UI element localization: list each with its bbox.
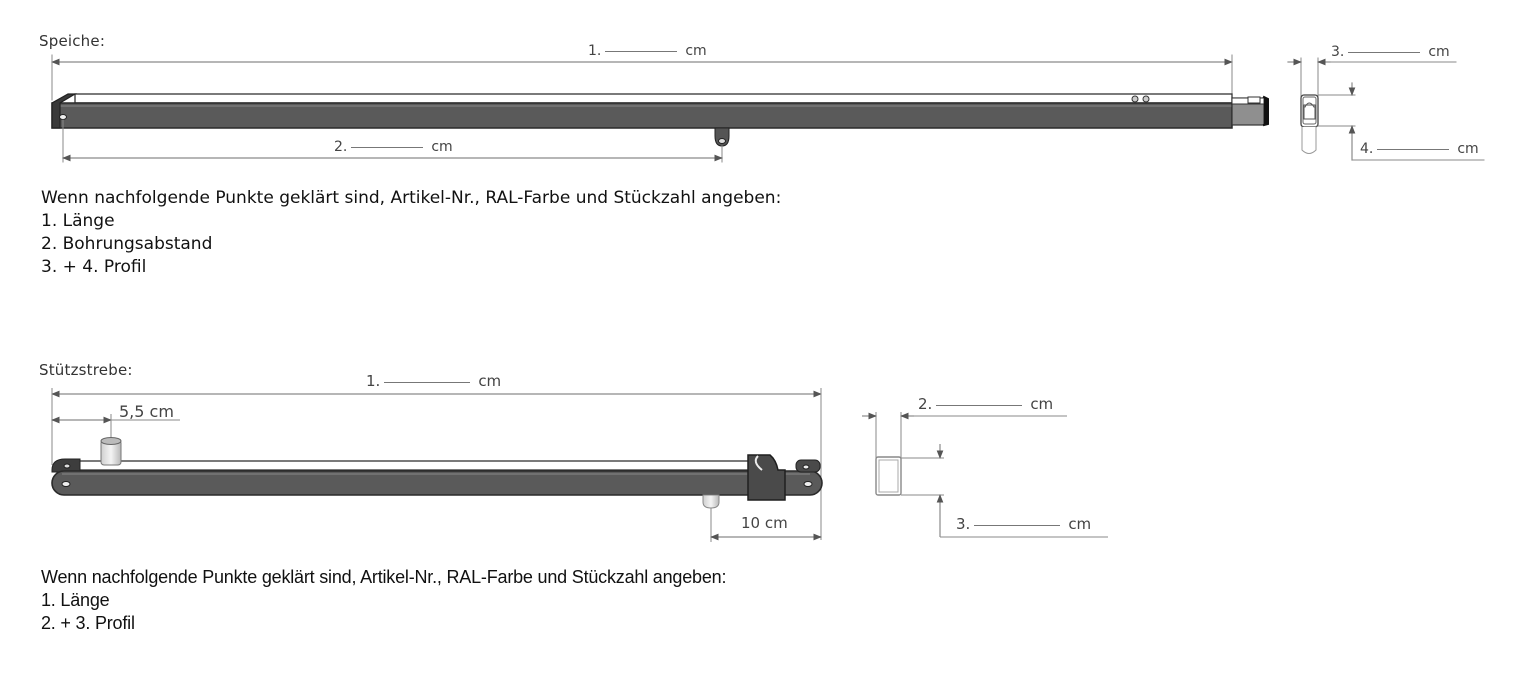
stuetzstrebe-dim-1-label: 1. cm [366, 372, 501, 390]
dim-blank-line [974, 525, 1061, 526]
instruction-item: 1. Länge [41, 211, 115, 231]
speiche-instructions: Wenn nachfolgende Punkte geklärt sind, A… [41, 187, 781, 279]
dim-number: 4. [1360, 141, 1374, 157]
stuetzstrebe-end-label: 10 cm [741, 514, 788, 532]
speiche-drawing [51, 54, 1485, 163]
dim-blank-line [605, 51, 678, 52]
instructions-intro: Wenn nachfolgende Punkte geklärt sind, A… [41, 188, 782, 208]
stuetzstrebe-offset-label: 5,5 cm [119, 402, 174, 421]
dim-number: 1. [366, 372, 381, 390]
dim-unit: cm [1068, 515, 1092, 533]
stuetzstrebe-dim-3-label: 3. cm [956, 515, 1091, 533]
dim-number: 2. [334, 139, 348, 155]
speiche-dim-3-label: 3. cm [1331, 44, 1450, 60]
speiche-title: Speiche: [39, 32, 106, 50]
instructions-intro: Wenn nachfolgende Punkte geklärt sind, A… [41, 567, 727, 587]
dim-number: 1. [588, 43, 602, 59]
dim-blank-line [384, 382, 471, 383]
dim-unit: cm [431, 139, 453, 155]
speiche-dim-1-label: 1. cm [588, 43, 707, 59]
instruction-item: 2. + 3. Profil [41, 613, 135, 633]
dim-unit: cm [1030, 395, 1054, 413]
dim-unit: cm [478, 372, 502, 390]
speiche-dim-4-label: 4. cm [1360, 141, 1479, 157]
instruction-item: 3. + 4. Profil [41, 257, 147, 277]
dim-number: 3. [1331, 44, 1345, 60]
dim-number: 2. [918, 395, 933, 413]
speiche-dim-2-label: 2. cm [334, 139, 453, 155]
dim-number: 3. [956, 515, 971, 533]
dim-unit: cm [685, 43, 707, 59]
stuetzstrebe-instructions: Wenn nachfolgende Punkte geklärt sind, A… [41, 566, 726, 635]
stuetzstrebe-dim-2-label: 2. cm [918, 395, 1053, 413]
dim-blank-line [351, 147, 424, 148]
dim-blank-line [1348, 52, 1421, 53]
dim-unit: cm [1428, 44, 1450, 60]
dim-blank-line [1377, 149, 1450, 150]
instruction-item: 2. Bohrungsabstand [41, 234, 213, 254]
dim-blank-line [936, 405, 1023, 406]
dim-unit: cm [1457, 141, 1479, 157]
instruction-item: 1. Länge [41, 590, 110, 610]
stuetzstrebe-title: Stützstrebe: [39, 361, 133, 379]
stuetzstrebe-drawing [51, 388, 1108, 542]
